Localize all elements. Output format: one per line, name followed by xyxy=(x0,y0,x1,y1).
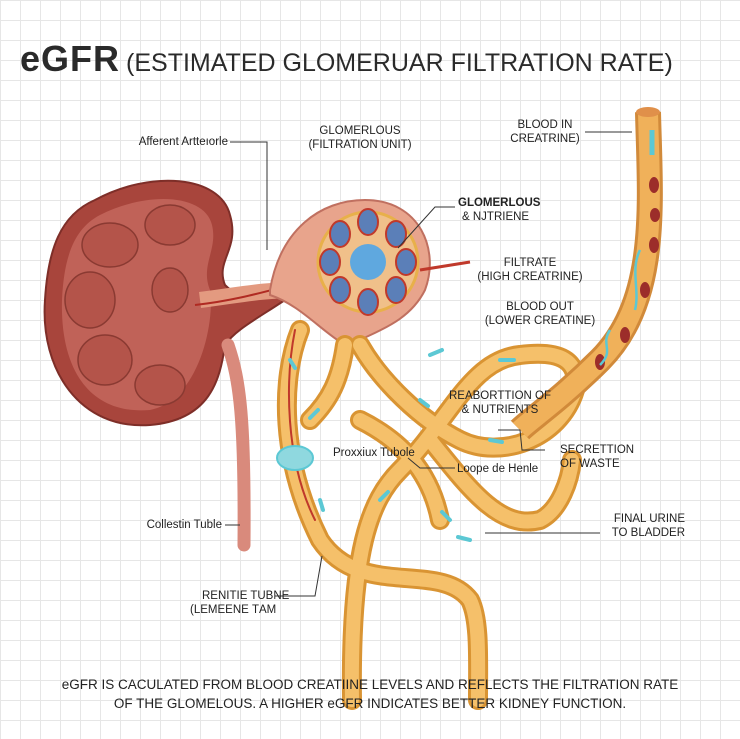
label-secretion: SECRETTION OF WASTE xyxy=(560,443,634,471)
kidney xyxy=(43,179,311,427)
label-blood-out: BLOOD OUT (LOWER CREATINE) xyxy=(480,300,600,328)
label-renal-tube: RENITIE TUBNE (LEMEENE ΤAM xyxy=(190,589,289,617)
label-collecting-tubule: Collestin Tuble xyxy=(146,519,222,531)
label-reabsorption: REABORTTION OF & NUTRIENTS xyxy=(440,389,560,417)
label-line: SECRETTION xyxy=(560,444,635,456)
label-line: BLOOD OUT xyxy=(506,301,574,313)
label-line: & NUTRIENTS xyxy=(461,404,539,416)
label-line: (LOWER CREATINE) xyxy=(484,315,596,327)
label-line: BLOOD IN xyxy=(517,119,573,131)
label-line: TO BLADDER xyxy=(611,527,685,539)
caption: eGFR IS CACULATED FROM BLOOD CREATIINE L… xyxy=(0,675,740,713)
collecting-tube xyxy=(221,338,251,552)
caption-line: eGFR IS CACULATED FROM BLOOD CREATIINE L… xyxy=(61,677,679,692)
title-full: (ESTIMATED GLOMERUAR FILTRATION RATE) xyxy=(126,49,673,77)
label-glomerulus-unit: GLOMERLOUS (FILTRATION UNIT) xyxy=(290,124,430,152)
label-line: GLOMERLOUS xyxy=(458,197,541,209)
label-line: (FILTRATION UNIT) xyxy=(308,139,412,151)
label-line: & NJTRIENE xyxy=(462,211,530,223)
label-line: FINAL URINE xyxy=(613,513,685,525)
caption-line: OF THE GLOMELOUS. A HIGHER eGFR INDICATE… xyxy=(113,696,627,711)
title-abbr: eGFR xyxy=(20,38,121,79)
label-line: GLOMERLOUS xyxy=(319,125,401,137)
label-glomerulus-nutrients: GLOMERLOUS & NJTRIENE xyxy=(458,196,540,224)
label-proximal-tubule: Proxxiux Tubole xyxy=(333,447,415,459)
glomerulus xyxy=(269,198,471,347)
page-title: eGFR(ESTIMATED GLOMERUAR FILTRATION RATE… xyxy=(20,38,673,80)
label-line: (LEMEENE ΤAM xyxy=(190,604,277,616)
tubules xyxy=(276,320,586,710)
label-line: CREATRINE) xyxy=(510,133,580,145)
label-final-urine: FINAL URINE TO BLADDER xyxy=(570,512,685,540)
leader-lines xyxy=(225,131,632,597)
label-line: OF WASTE xyxy=(560,458,620,470)
blood-vessel xyxy=(510,107,663,440)
label-line: FILTRATE xyxy=(503,257,557,269)
label-line: RENITIE TUBNE xyxy=(202,590,290,602)
label-afferent-arteriole: Afferent Artteıorle xyxy=(138,136,228,148)
label-blood-in: BLOOD IN CREATRINE) xyxy=(500,118,590,146)
label-line: (HIGH CREATRINE) xyxy=(477,271,583,283)
label-line: REABORTTION OF xyxy=(448,390,552,402)
label-loop-of-henle: Loope de Henle xyxy=(457,463,539,475)
label-filtrate: FILTRATE (HIGH CREATRINE) xyxy=(470,256,590,284)
